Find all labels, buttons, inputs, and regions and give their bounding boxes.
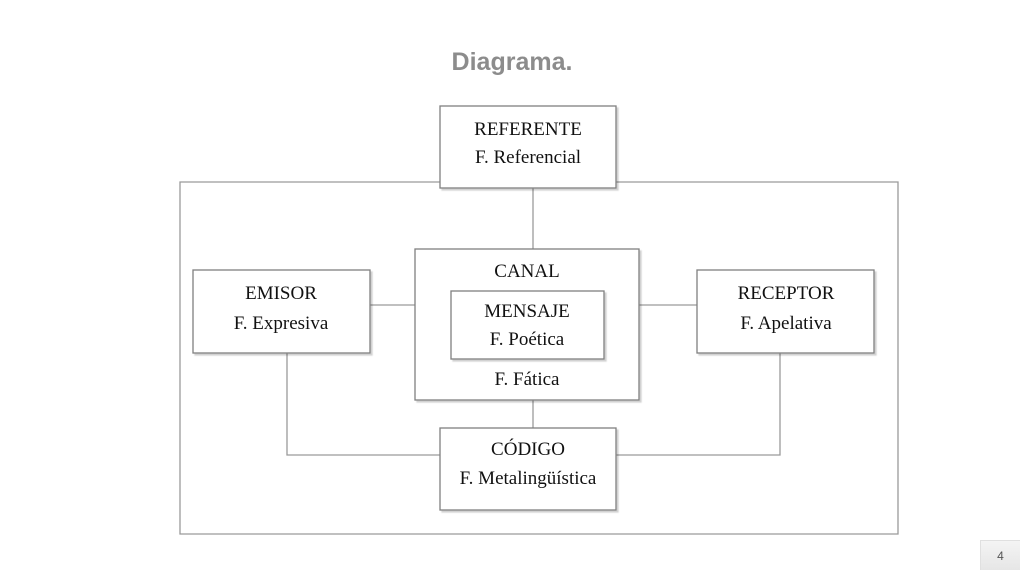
- outer-frame: [179, 181, 899, 535]
- receptor-function: F. Apelativa: [740, 313, 832, 334]
- canal-function: F. Fática: [495, 369, 561, 390]
- connector-receptor-codigo: [616, 353, 781, 456]
- mensaje-function: F. Poética: [490, 329, 565, 350]
- connector-emisor-codigo: [286, 353, 440, 456]
- mensaje-box: MENSAJE F. Poética: [450, 290, 605, 360]
- codigo-box: CÓDIGO F. Metalingüística: [439, 427, 617, 511]
- codigo-function: F. Metalingüística: [460, 468, 597, 489]
- emisor-box: EMISOR F. Expresiva: [192, 269, 371, 354]
- referente-box: REFERENTE F. Referencial: [439, 105, 617, 189]
- emisor-name: EMISOR: [245, 283, 317, 304]
- codigo-name: CÓDIGO: [491, 438, 565, 460]
- receptor-box: RECEPTOR F. Apelativa: [696, 269, 875, 354]
- mensaje-name: MENSAJE: [484, 301, 570, 322]
- referente-name: REFERENTE: [474, 119, 582, 140]
- page-number: 4: [980, 540, 1020, 570]
- connectors: [179, 181, 899, 535]
- slide-title: Diagrama.: [451, 48, 573, 76]
- emisor-function: F. Expresiva: [234, 313, 329, 334]
- canal-name: CANAL: [494, 261, 559, 282]
- receptor-name: RECEPTOR: [738, 283, 835, 304]
- referente-function: F. Referencial: [475, 147, 581, 168]
